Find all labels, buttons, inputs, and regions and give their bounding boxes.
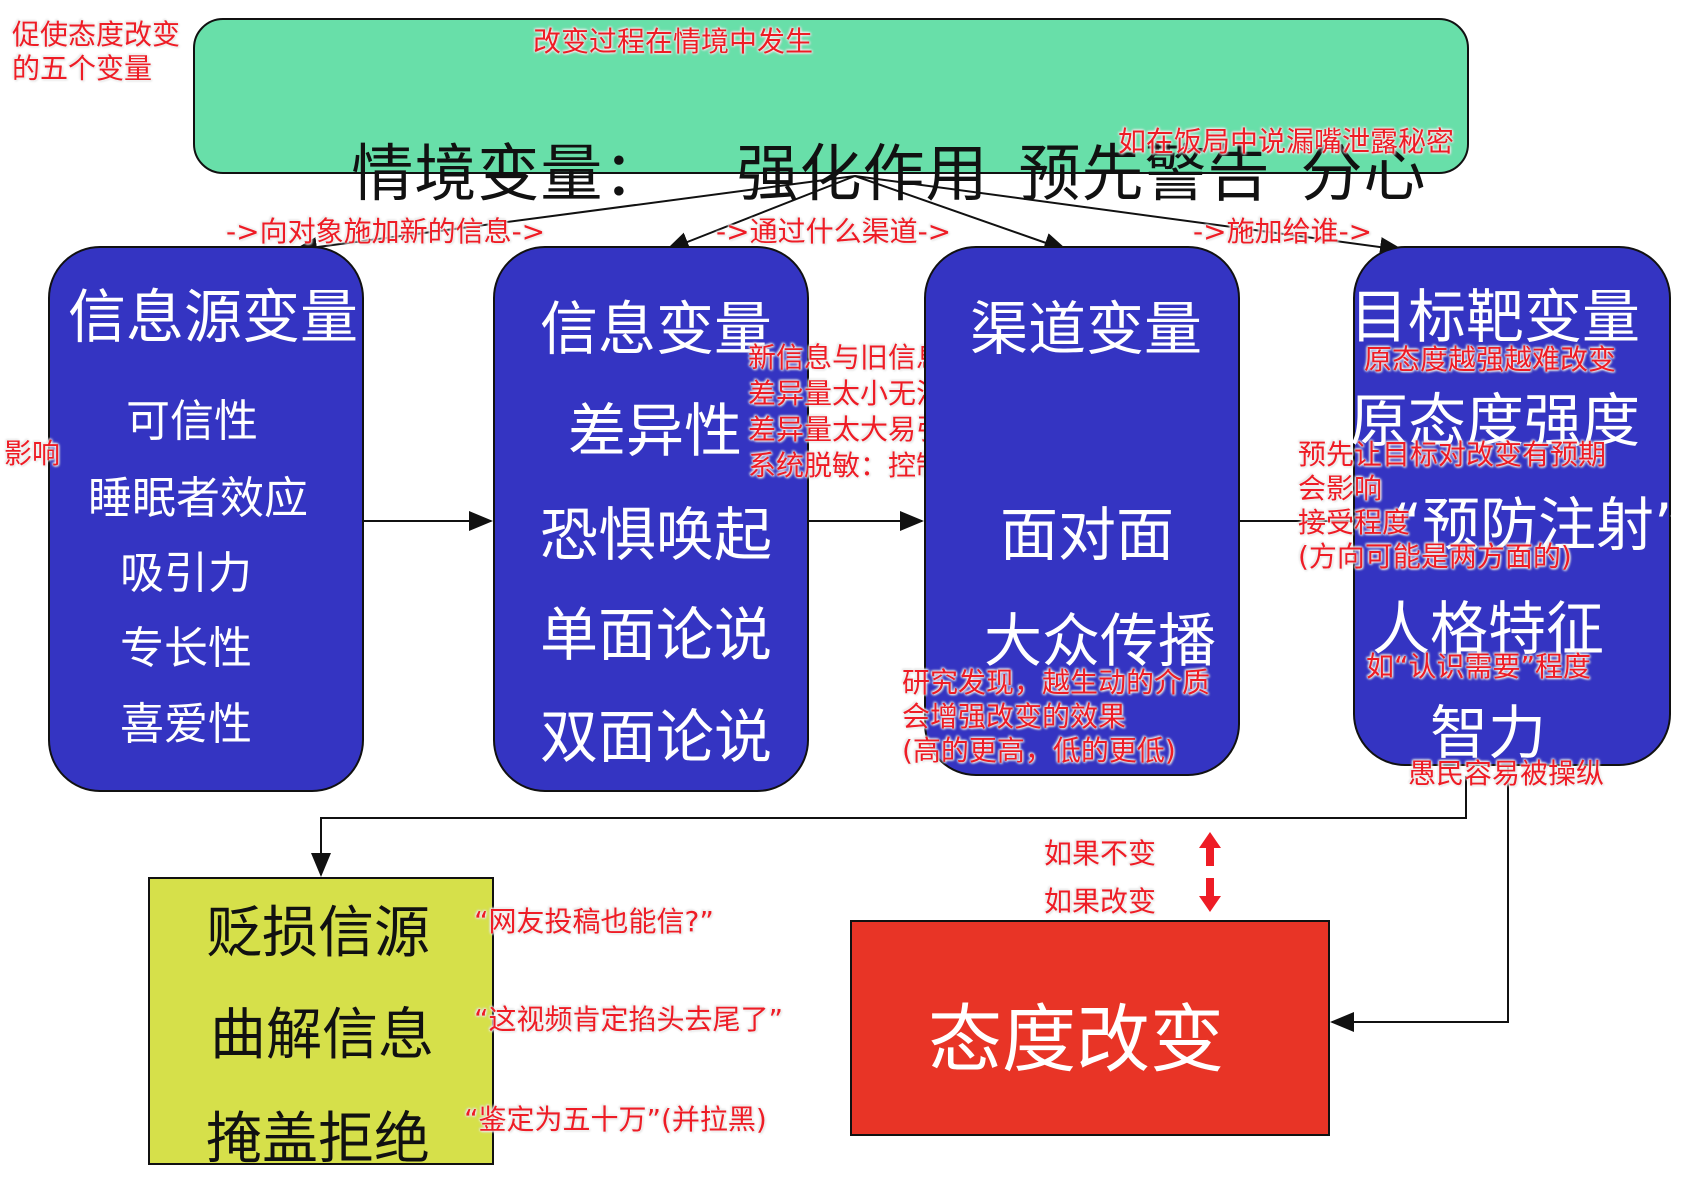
target-note-inoculation-1: 预先让目标对改变有预期 [1298,438,1607,471]
header-note-line2: 的五个变量 [12,52,153,85]
arrow-down-icon [1199,878,1221,912]
target-item-intelligence: 智力 [1430,699,1547,767]
target-title: 目标靶变量 [1350,283,1641,351]
message-item-one-sided: 单面论说 [540,601,773,669]
message-variables-box [493,246,809,792]
situation-title: 情境变量： 强化作用预先警告分心 [310,50,1426,213]
source-item-credibility: 可信性 [126,396,258,447]
source-item-likability: 喜爱性 [120,699,252,750]
arrow-situation-to-source [293,175,856,258]
resistance-item-distort-message: 曲解信息 [210,1003,434,1068]
situation-item-forewarning: 预先警告 [1018,137,1271,210]
header-note: 促使态度改变 的五个变量 [12,18,180,86]
channel-item-mass-media: 大众传播 [984,607,1217,675]
resistance-item-derogate-source: 贬损信源 [206,901,430,966]
arrow-situation-to-target [854,175,1404,257]
channel-title: 渠道变量 [970,295,1203,363]
arrow-situation-to-message [665,175,856,252]
resistance-quote-2: “这视频肯定掐头去尾了” [474,1003,784,1036]
flow-label-target: ->施加给谁-> [1193,215,1373,248]
source-variables-box [48,246,364,792]
target-note-intelligence: 愚民容易被操纵 [1408,757,1605,790]
target-note-inoculation-2: 会影响 [1298,472,1383,505]
target-item-personality: 人格特征 [1372,595,1605,663]
target-variables-box [1353,246,1671,766]
source-title: 信息源变量 [68,283,359,351]
branch-no-change: 如果不变 [1044,837,1157,870]
resistance-item-block-reject: 掩盖拒绝 [206,1107,430,1172]
message-item-fear-appeal: 恐惧唤起 [540,501,773,569]
situation-note-bottom: 如在饭局中说漏嘴泄露秘密 [1118,125,1455,158]
resistance-quote-1: “网友投稿也能信?” [474,905,714,938]
branch-change: 如果改变 [1044,885,1157,918]
situation-variables-box [193,18,1469,174]
arrow-situation-to-channel [854,175,1068,253]
target-note-inoculation: 预先让目标对改变有预期 会影响 接受程度 (方向可能是两方面的) [1298,438,1606,574]
situation-label: 情境变量： [351,137,667,210]
flow-label-message: ->向对象施加新的信息-> [226,215,546,248]
header-note-line1: 促使态度改变 [12,18,181,51]
target-note-inoculation-3: 接受程度 [1298,506,1411,539]
attitude-change-title: 态度改变 [928,997,1224,1083]
target-note-inoculation-4: (方向可能是两方面的) [1298,540,1572,573]
flow-label-channel: ->通过什么渠道-> [716,215,952,248]
target-item-inoculation: “预防注射” [1392,491,1682,559]
source-item-attractiveness: 吸引力 [120,548,252,599]
source-item-sleeper-effect: 睡眠者效应 [88,473,308,524]
resistance-quote-3: “鉴定为五十万”(并拉黑) [464,1103,767,1136]
source-item-expertise: 专长性 [120,623,252,674]
channel-note-3: (高的更高，低的更低) [902,734,1176,767]
situation-item-reinforcement: 强化作用 [736,137,989,210]
arrow-target-to-outcome [1330,766,1509,1032]
message-item-two-sided: 双面论说 [540,703,773,771]
channel-item-face-to-face: 面对面 [1000,501,1175,569]
resistance-box [148,877,494,1165]
influence-note: 影响 [4,437,61,470]
channel-note-2: 会增强改变的效果 [902,700,1127,733]
message-item-discrepancy: 差异性 [568,397,743,465]
situation-item-distraction: 分心 [1300,137,1427,210]
target-note-personality: 如“认识需要”程度 [1366,650,1592,683]
arrow-up-icon [1199,832,1221,866]
channel-variables-box [924,246,1240,776]
channel-notes: 研究发现，越生动的介质 会增强改变的效果 (高的更高，低的更低) [902,666,1210,768]
arrow-target-to-resistance [311,776,1467,877]
target-item-attitude-strength: 原态度强度 [1350,387,1641,455]
message-title: 信息变量 [540,295,773,363]
message-note-1: 新信息与旧信息 [748,341,945,374]
attitude-change-box [850,920,1330,1136]
channel-note-1: 研究发现，越生动的介质 [902,666,1211,699]
situation-note-top: 改变过程在情境中发生 [533,25,814,58]
target-note-strength: 原态度越强越难改变 [1364,343,1617,376]
